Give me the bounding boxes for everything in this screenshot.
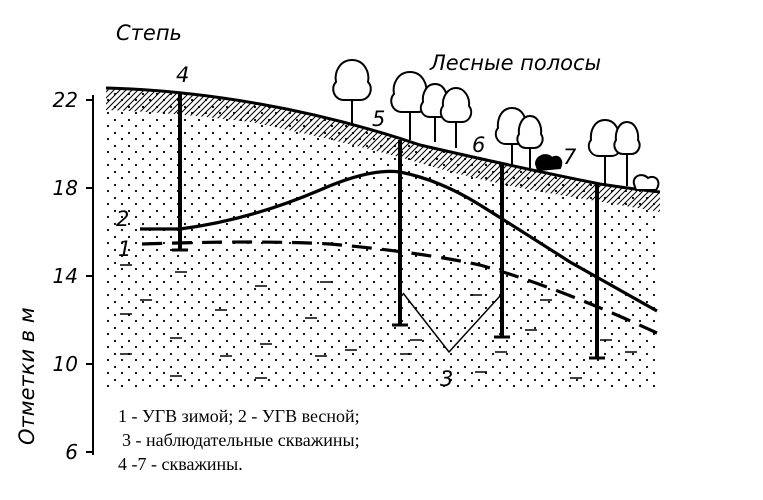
y-tick-label-10: 10 (53, 352, 78, 376)
legend: 1 - УГВ зимой; 2 - УГВ весной; 3 - наблю… (118, 404, 538, 476)
curve-label-3: 3 (440, 367, 453, 391)
clay-dashes (120, 264, 637, 379)
forest-belts-label: Лесные полосы (429, 51, 601, 75)
groundwater-spring-line (140, 169, 658, 313)
y-tick-label-14: 14 (53, 264, 78, 288)
well-caps (172, 248, 605, 360)
y-axis-title: Отметки в м (15, 307, 39, 445)
tree-icon (332, 58, 372, 126)
well-label-5: 5 (372, 107, 385, 131)
tree-icon (439, 86, 473, 148)
y-tick-label-18: 18 (53, 176, 78, 200)
sand-layer (106, 88, 660, 388)
shrub-icon (632, 174, 660, 191)
y-tick-label-6: 6 (65, 440, 78, 464)
wells (178, 92, 599, 358)
y-tick-label-22: 22 (53, 88, 78, 112)
groundwater-winter-line (141, 240, 658, 335)
legend-line-3: 4 -7 - скважины. (118, 454, 243, 474)
steppe-label: Степь (116, 21, 182, 45)
ground-surface-line (105, 86, 661, 194)
soil-layer (106, 88, 660, 212)
y-axis: 22 18 14 10 6 Отметки в м (15, 88, 94, 464)
legend-line-2: 3 - наблюдательные скважины; (122, 430, 360, 450)
well-label-6: 6 (472, 133, 485, 157)
curve-label-1: 1 (118, 237, 131, 261)
forest-belt-trees (332, 58, 660, 191)
tree-icon (613, 120, 641, 186)
tree-icon (390, 70, 430, 140)
observation-wells-connector (402, 292, 501, 354)
shrub-icon (534, 154, 563, 172)
tree-icon (516, 114, 544, 168)
legend-line-1: 1 - УГВ зимой; 2 - УГВ весной; (118, 406, 360, 426)
well-label-7: 7 (563, 145, 577, 169)
well-label-4: 4 (176, 63, 189, 87)
curve-label-2: 2 (116, 207, 129, 231)
